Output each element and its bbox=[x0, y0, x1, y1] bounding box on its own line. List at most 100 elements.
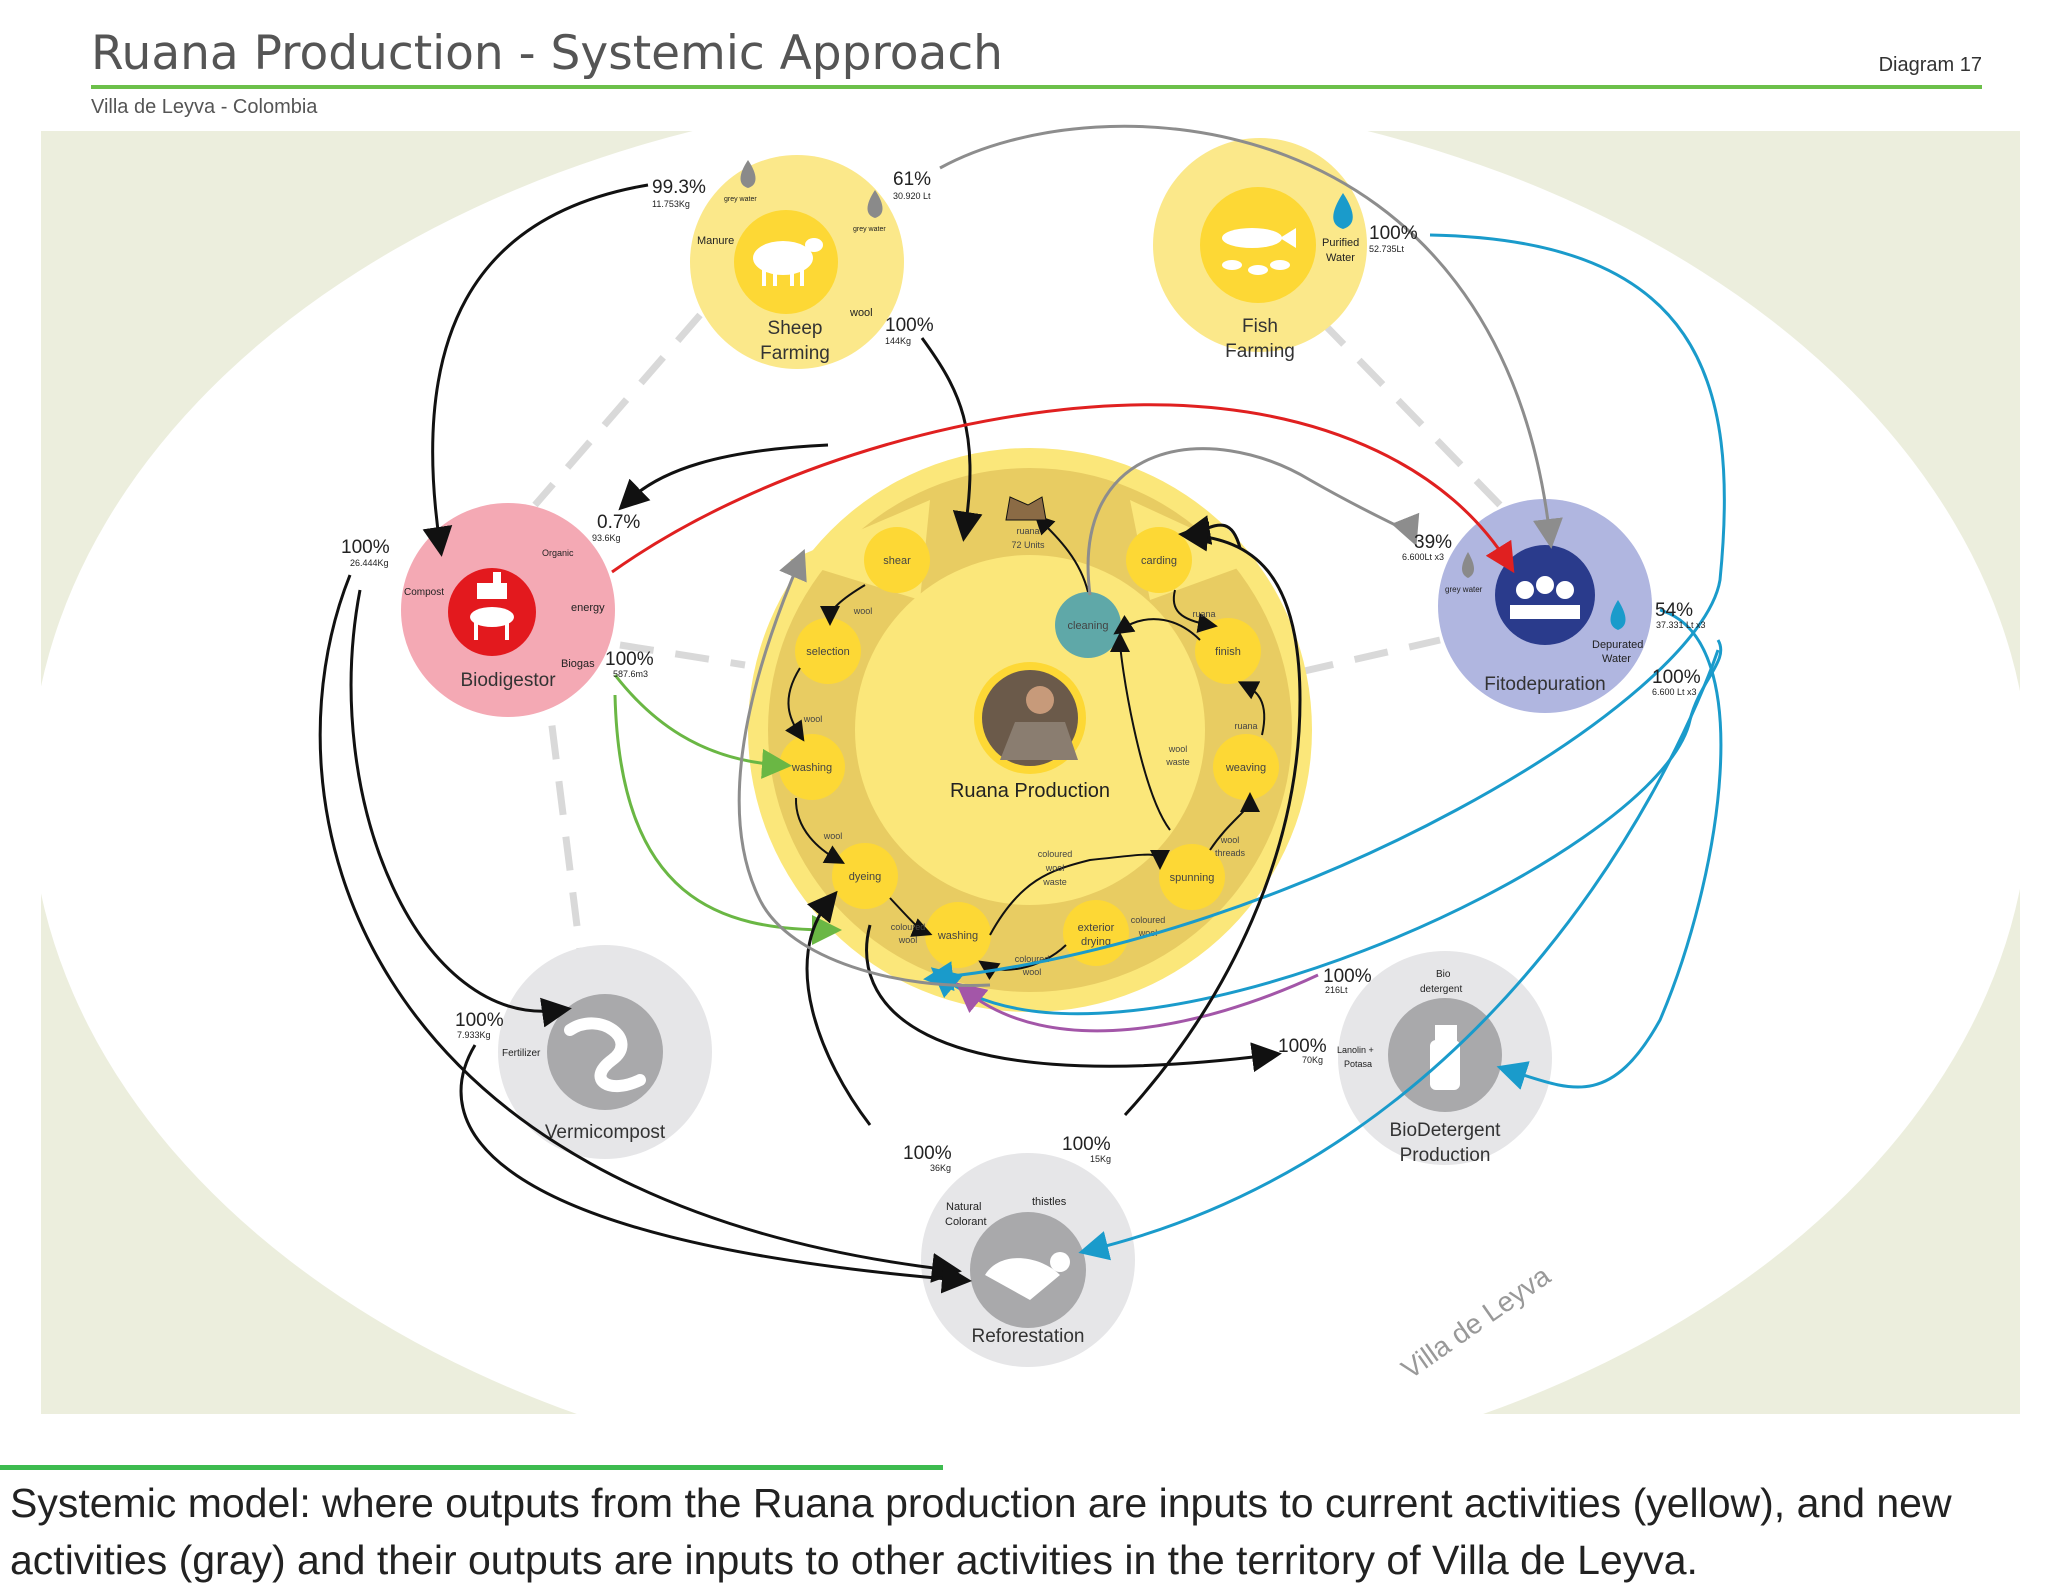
page-subtitle: Villa de Leyva - Colombia bbox=[91, 96, 318, 118]
hand-seed-icon bbox=[985, 1252, 1070, 1300]
step-spunning-label: spunning bbox=[1170, 872, 1215, 884]
bio-in-amt: 93.6Kg bbox=[592, 533, 621, 543]
lbl-wool-c: wool bbox=[823, 831, 843, 841]
sheep-manure-amt: 11.753Kg bbox=[652, 199, 690, 209]
fito-in-amt: 6.600Lt x3 bbox=[1402, 552, 1444, 562]
fish-water-name-1: Purified bbox=[1322, 237, 1359, 249]
lbl-coloured-wool-c-2: wool bbox=[1138, 928, 1158, 938]
refo-colorant-amt: 36Kg bbox=[930, 1163, 951, 1173]
step-washing-1 bbox=[779, 734, 845, 800]
portrait-body bbox=[1000, 722, 1078, 760]
biodet-in-name-2: Potasa bbox=[1344, 1059, 1372, 1069]
portrait-face bbox=[1026, 686, 1054, 714]
internal-labels: wool wool wool ruana 72 Units ruana ruan… bbox=[803, 496, 1258, 977]
biodetergent-label-2: Production bbox=[1400, 1145, 1491, 1166]
verm-amt: 7.933Kg bbox=[457, 1030, 491, 1040]
process-steps: shear selection washing dyeing washing e… bbox=[779, 527, 1279, 968]
sheep-grey-name-2: grey water bbox=[853, 226, 886, 233]
lbl-wool-waste-1: wool bbox=[1168, 744, 1188, 754]
lbl-coloured-wool-a-2: wool bbox=[898, 935, 918, 945]
fito-dep-name-1: Depurated bbox=[1592, 639, 1643, 651]
step-weaving-label: weaving bbox=[1225, 762, 1266, 774]
refo-colorant-name-2: Colorant bbox=[945, 1216, 987, 1228]
external-flows bbox=[318, 124, 1726, 1294]
fito-out1-amt: 37.331 Lt x3 bbox=[1656, 620, 1706, 630]
verm-pct: 100% bbox=[455, 1010, 504, 1031]
biodet-in-pct: 100% bbox=[1278, 1036, 1327, 1057]
fito-in-pct: 39% bbox=[1414, 532, 1452, 553]
step-dyeing-label: dyeing bbox=[849, 871, 881, 883]
bio-compost-pct: 100% bbox=[341, 537, 390, 558]
sheep-farming-label-2: Farming bbox=[760, 343, 830, 364]
fitodepuration-label: Fitodepuration bbox=[1484, 674, 1605, 695]
sheep-grey-amt: 30.920 Lt bbox=[893, 191, 931, 201]
sheep-manure-name: Manure bbox=[697, 235, 734, 247]
sheep-wool-name: wool bbox=[849, 307, 873, 319]
fito-grey-name: grey water bbox=[1445, 585, 1483, 594]
lbl-ruana-right-1: ruana bbox=[1192, 609, 1215, 619]
lbl-wool-threads-2: threads bbox=[1215, 848, 1246, 858]
step-weaving bbox=[1213, 734, 1279, 800]
refo-thistle-name: thistles bbox=[1032, 1196, 1067, 1208]
step-exterior-drying bbox=[1063, 900, 1129, 966]
refo-thistle-amt: 15Kg bbox=[1090, 1154, 1111, 1164]
step-dyeing bbox=[832, 843, 898, 909]
fito-out1-pct: 54% bbox=[1655, 600, 1693, 621]
step-shear bbox=[864, 527, 930, 593]
lbl-coloured-wool-c-1: coloured bbox=[1131, 915, 1166, 925]
bio-energy-name: energy bbox=[571, 602, 605, 614]
lbl-ruana-top-2: 72 Units bbox=[1011, 540, 1045, 550]
diagram-number: Diagram 17 bbox=[1878, 54, 1982, 76]
page-title: Ruana Production - Systemic Approach bbox=[91, 26, 1003, 81]
lbl-wool-waste-2: waste bbox=[1165, 757, 1190, 767]
bio-gas-name: Biogas bbox=[561, 658, 595, 670]
fish-farming-label-2: Farming bbox=[1225, 341, 1295, 362]
step-washing-2 bbox=[925, 902, 991, 968]
lbl-coloured-wool-b-1: coloured bbox=[1015, 954, 1050, 964]
refo-colorant-name-1: Natural bbox=[946, 1201, 981, 1213]
fito-dep-name-2: Water bbox=[1602, 653, 1631, 665]
step-finish bbox=[1195, 618, 1261, 684]
step-exterior-drying-label-2: drying bbox=[1081, 936, 1111, 948]
step-washing-2-label: washing bbox=[937, 930, 978, 942]
step-carding bbox=[1126, 527, 1192, 593]
bio-in-pct: 0.7% bbox=[597, 512, 640, 533]
verm-name: Fertilizer bbox=[502, 1048, 541, 1059]
step-finish-label: finish bbox=[1215, 646, 1241, 658]
ruana-production-label: Ruana Production bbox=[950, 780, 1110, 802]
lbl-wool-threads-1: wool bbox=[1220, 835, 1240, 845]
bio-gas-amt: 587.6m3 bbox=[613, 669, 648, 679]
fish-icon bbox=[1222, 228, 1296, 275]
refo-colorant-pct: 100% bbox=[903, 1143, 952, 1164]
step-spunning bbox=[1159, 844, 1225, 910]
step-cleaning-label: cleaning bbox=[1068, 620, 1109, 632]
caption-line-2: activities (gray) and their outputs are … bbox=[10, 1537, 1698, 1583]
sheep-grey-name-1: grey water bbox=[724, 196, 757, 203]
fito-out2-pct: 100% bbox=[1652, 667, 1701, 688]
biodet-out-name-1: Bio bbox=[1436, 969, 1451, 980]
sheep-wool-pct: 100% bbox=[885, 315, 934, 336]
sheep-grey-pct: 61% bbox=[893, 169, 931, 190]
fito-out2-amt: 6.600 Lt x3 bbox=[1652, 687, 1697, 697]
sheep-icon bbox=[753, 238, 823, 286]
plant-icon bbox=[1510, 576, 1580, 619]
step-exterior-drying-label-1: exterior bbox=[1078, 922, 1115, 934]
bio-compost-name: Compost bbox=[404, 587, 444, 598]
biodet-out-amt: 216Lt bbox=[1325, 985, 1348, 995]
lbl-coloured-waste-3: waste bbox=[1042, 877, 1067, 887]
biodigestor-label: Biodigestor bbox=[460, 670, 556, 691]
sheep-wool-amt: 144Kg bbox=[885, 336, 911, 346]
step-cleaning bbox=[1055, 592, 1121, 658]
bio-gas-pct: 100% bbox=[605, 649, 654, 670]
biodet-out-name-2: detergent bbox=[1420, 984, 1462, 995]
lbl-coloured-wool-b-2: wool bbox=[1022, 967, 1042, 977]
lbl-coloured-waste-1: coloured bbox=[1038, 849, 1073, 859]
caption-line-1: Systemic model: where outputs from the R… bbox=[10, 1480, 1952, 1526]
biodetergent-label-1: BioDetergent bbox=[1390, 1120, 1502, 1141]
lbl-wool-a: wool bbox=[853, 606, 873, 616]
step-carding-label: carding bbox=[1141, 555, 1177, 567]
cow-factory-icon bbox=[470, 572, 514, 640]
lbl-coloured-wool-a-1: coloured bbox=[891, 922, 926, 932]
step-washing-1-label: washing bbox=[791, 762, 832, 774]
